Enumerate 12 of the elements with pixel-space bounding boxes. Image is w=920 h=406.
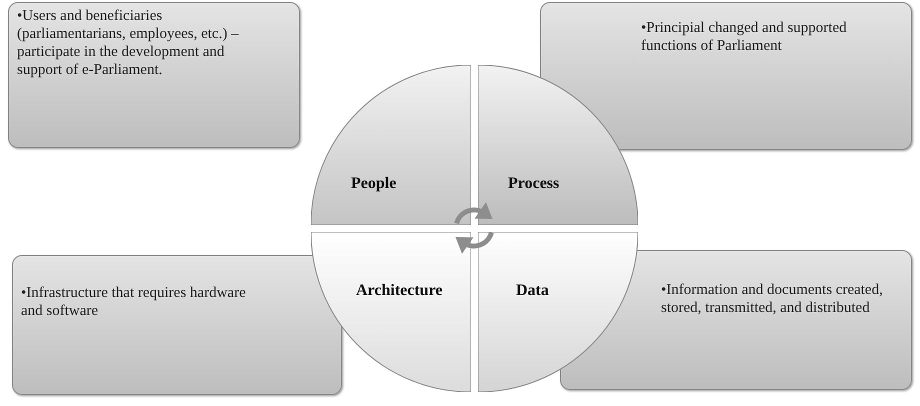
curved-arrow xyxy=(454,202,493,224)
description-text: •Information and documents created, stored, transmitted, and distributed xyxy=(661,281,884,317)
quadrant-label: People xyxy=(351,175,396,193)
quadrant-label: Data xyxy=(516,282,549,300)
quadrant-label: Architecture xyxy=(356,282,442,300)
text-panel xyxy=(8,2,300,148)
description-text: •Users and beneficiaries (parliamentarians, employees, etc.) – participate in the development and support of e-Parliament. xyxy=(17,7,240,79)
description-text: •Infrastructure that requires hardware and software xyxy=(21,284,247,320)
curved-arrow xyxy=(455,232,494,254)
quadrant-label: Process xyxy=(508,175,560,193)
description-text: •Principial changed and supported functions of Parliament xyxy=(641,19,848,55)
text-panel xyxy=(12,255,342,395)
